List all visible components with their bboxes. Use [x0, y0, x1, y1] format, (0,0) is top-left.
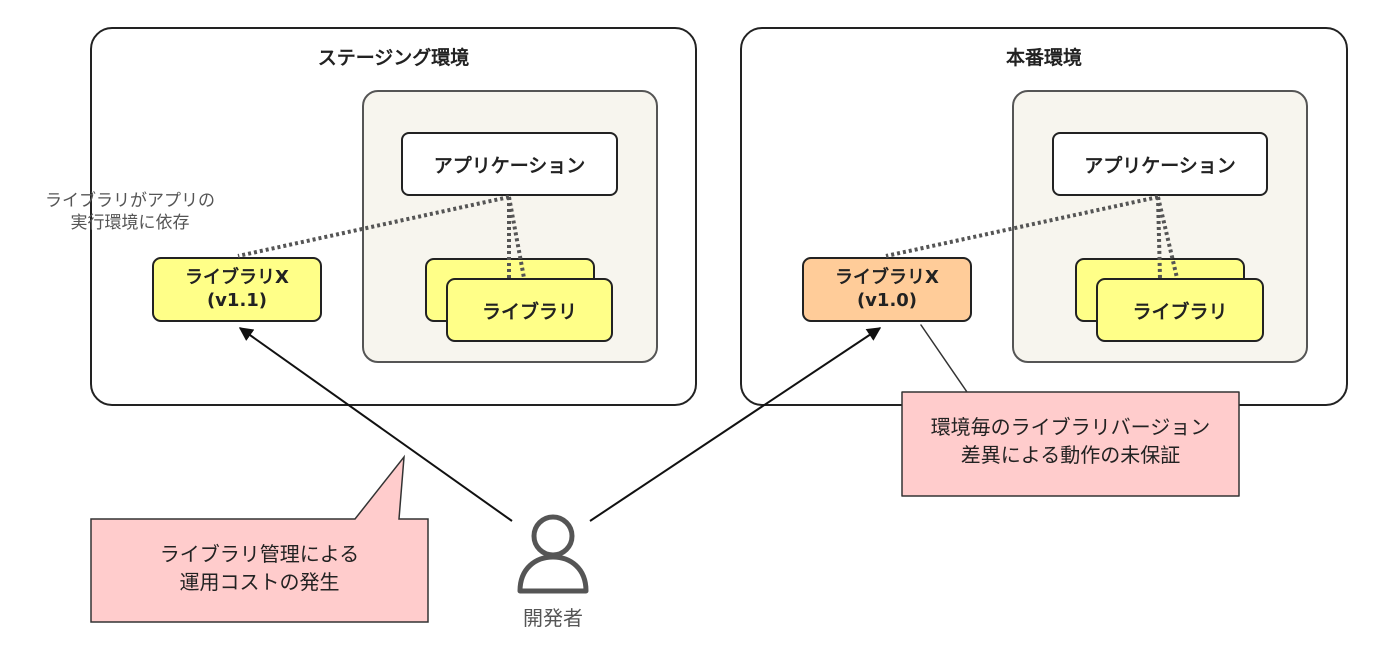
staging-library-x-version: (v1.1) — [206, 289, 268, 311]
staging-library-x-name: ライブラリX — [185, 267, 289, 288]
version-callout-line1: 環境毎のライブラリバージョン — [930, 415, 1211, 439]
dependency-note-line1: ライブラリがアプリの — [45, 191, 215, 211]
arrow-to-staging-library-x — [238, 327, 513, 522]
production-library-x-name: ライブラリX — [835, 267, 939, 288]
dependency-note-line2: 実行環境に依存 — [70, 213, 190, 234]
production-library-box: ライブラリ — [1096, 278, 1264, 342]
arrow-to-production-library-x — [589, 327, 882, 522]
version-callout-text: 環境毎のライブラリバージョン 差異による動作の未保証 — [902, 413, 1239, 469]
staging-library-x-box: ライブラリX (v1.1) — [152, 257, 322, 322]
production-application-box: アプリケーション — [1052, 132, 1268, 196]
production-library-x-version: (v1.0) — [856, 289, 918, 311]
production-dependency-lines — [885, 195, 1179, 279]
person-icon — [517, 514, 589, 594]
version-callout-shape — [901, 324, 1240, 497]
staging-environment-title: ステージング環境 — [317, 47, 470, 69]
dependency-note: ライブラリがアプリの 実行環境に依存 — [10, 190, 250, 234]
cost-callout-text: ライブラリ管理による 運用コストの発生 — [91, 540, 428, 596]
production-library-x-box: ライブラリX (v1.0) — [802, 257, 972, 322]
staging-library-box: ライブラリ — [446, 278, 613, 342]
staging-dependency-lines — [237, 195, 526, 279]
staging-application-box: アプリケーション — [401, 132, 618, 196]
cost-callout-line2: 運用コストの発生 — [179, 570, 340, 594]
cost-callout-line1: ライブラリ管理による — [159, 542, 360, 566]
developer-label: 開発者 — [523, 606, 583, 630]
version-callout-line2: 差異による動作の未保証 — [960, 443, 1181, 467]
cost-callout-shape — [90, 454, 429, 623]
production-environment-title: 本番環境 — [1005, 47, 1082, 69]
